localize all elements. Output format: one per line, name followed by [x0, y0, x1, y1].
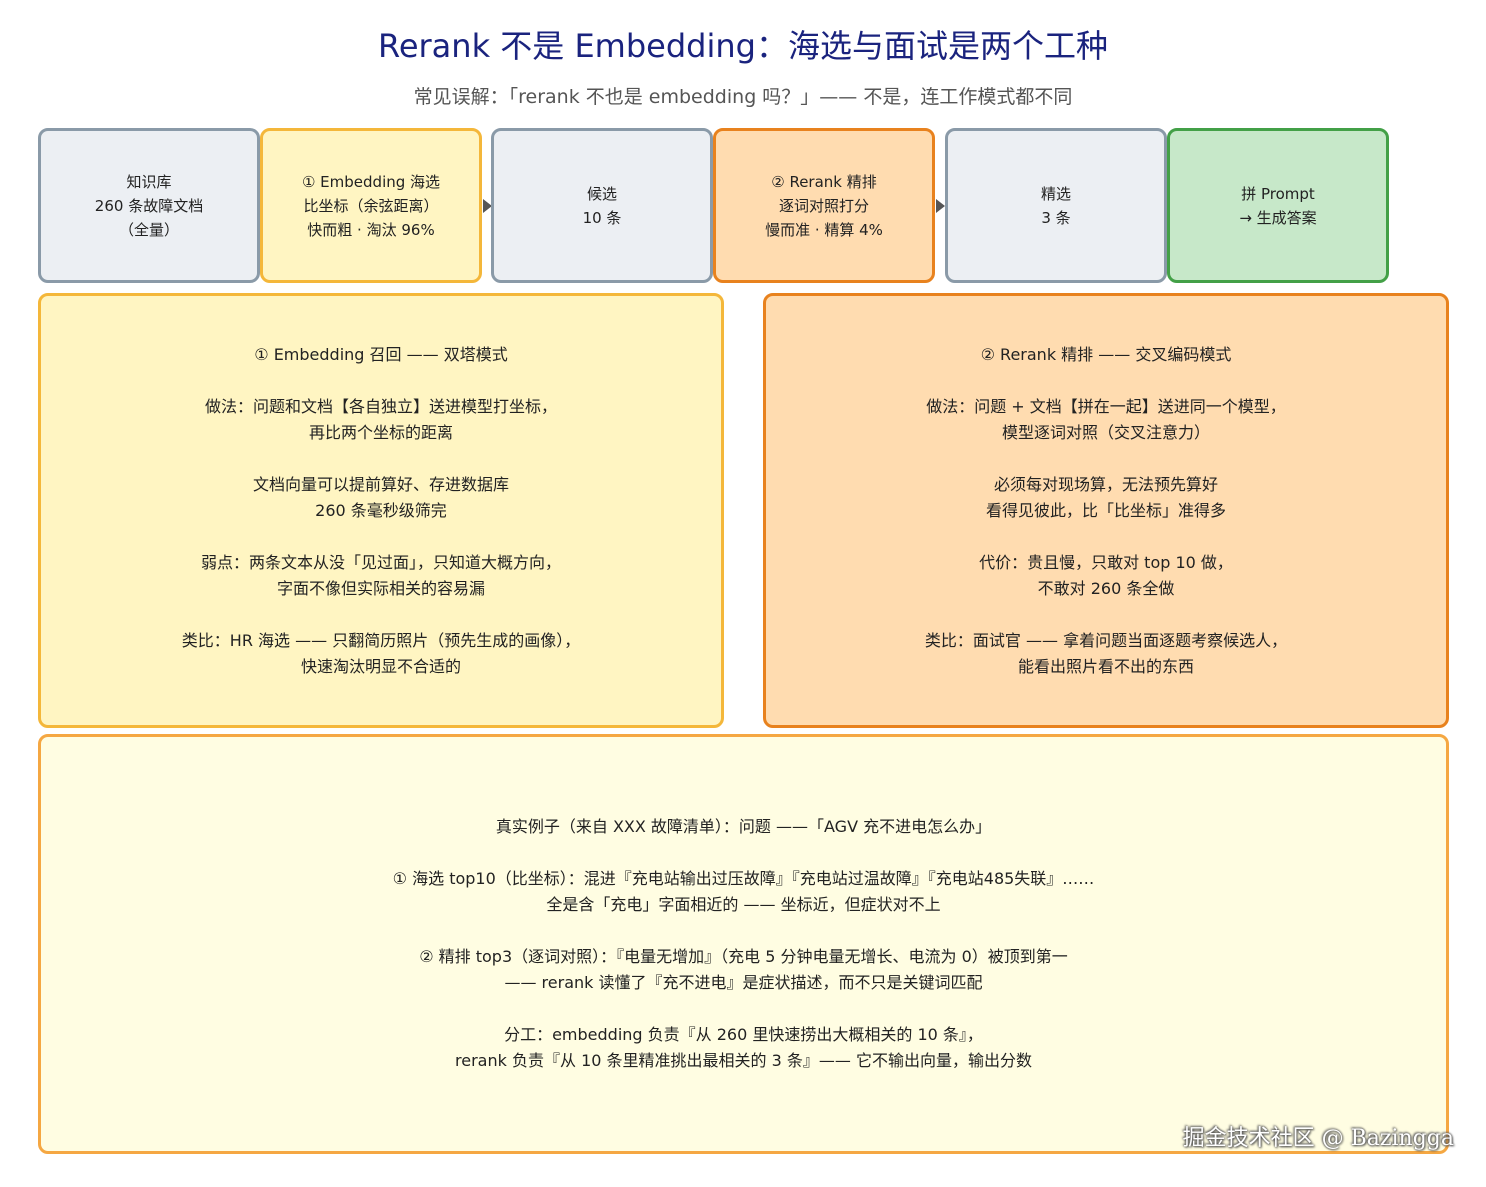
diagram-subtitle: 常见误解：「rerank 不也是 embedding 吗？」—— 不是，连工作模…	[413, 86, 1073, 108]
flow-node-label: ② Rerank 精排 逐词对照打分 慢而准 · 精算 4%	[765, 172, 883, 239]
embedding-explanation-text: ① Embedding 召回 —— 双塔模式 做法：问题和文档【各自独立】送进模…	[181, 344, 581, 676]
flow-node-label: ① Embedding 海选 比坐标（余弦距离） 快而粗 · 淘汰 96%	[301, 172, 441, 239]
flow-node-label: 精选 3 条	[1040, 184, 1071, 227]
flow-node-label: 知识库 260 条故障文档 （全量）	[94, 172, 204, 239]
rerank-explanation-panel: ② Rerank 精排 —— 交叉编码模式 做法：问题 + 文档【拼在一起】送进…	[763, 293, 1449, 728]
flow-arrow-icon	[936, 199, 945, 213]
flow-node-label: 拼 Prompt → 生成答案	[1239, 184, 1317, 227]
flow-arrow-icon	[483, 199, 492, 213]
flow-node-label: 候选 10 条	[582, 184, 622, 227]
embedding-explanation-panel: ① Embedding 召回 —— 双塔模式 做法：问题和文档【各自独立】送进模…	[38, 293, 724, 728]
flow-node-embedding-screening: ① Embedding 海选 比坐标（余弦距离） 快而粗 · 淘汰 96%	[260, 128, 482, 283]
rerank-explanation-text: ② Rerank 精排 —— 交叉编码模式 做法：问题 + 文档【拼在一起】送进…	[924, 344, 1288, 676]
flow-node-rerank: ② Rerank 精排 逐词对照打分 慢而准 · 精算 4%	[713, 128, 935, 283]
real-example-text: 真实例子（来自 XXX 故障清单）：问题 ——「AGV 充不进电怎么办」 ① 海…	[392, 817, 1095, 1070]
real-example-panel: 真实例子（来自 XXX 故障清单）：问题 ——「AGV 充不进电怎么办」 ① 海…	[38, 734, 1449, 1154]
flow-node-knowledge-base: 知识库 260 条故障文档 （全量）	[38, 128, 260, 283]
flow-node-selected: 精选 3 条	[945, 128, 1167, 283]
watermark: 掘金技术社区 @ Bazingga	[1182, 1126, 1454, 1151]
diagram-title: Rerank 不是 Embedding：海选与面试是两个工种	[378, 27, 1108, 65]
flow-node-candidates: 候选 10 条	[491, 128, 713, 283]
flow-node-prompt: 拼 Prompt → 生成答案	[1167, 128, 1389, 283]
